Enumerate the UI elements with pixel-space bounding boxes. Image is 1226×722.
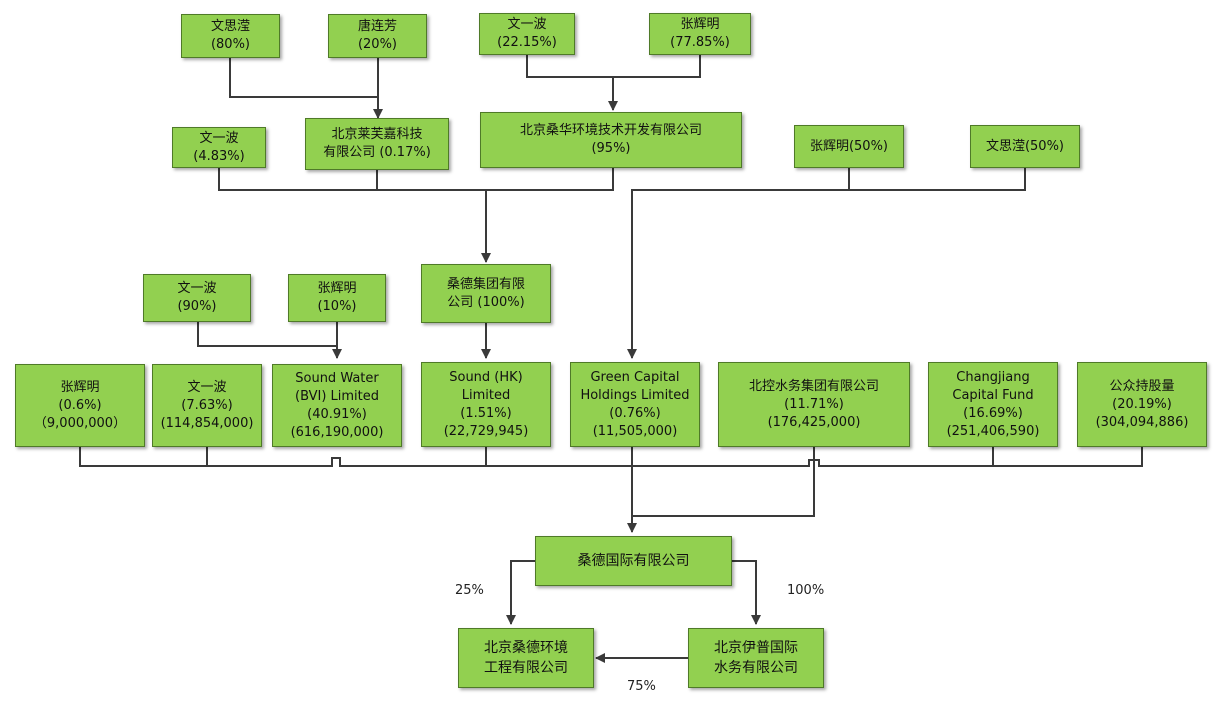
name: 文思滢(50%) [985, 138, 1065, 154]
shareholder-zhang-huiming-10: 张辉明 (10%) [288, 274, 386, 322]
percent: 有限公司 (0.17%) [323, 145, 431, 160]
connector-to-green-capital [627, 189, 849, 359]
edge-label-25: 25% [455, 583, 484, 598]
shareholder-tang-lianfang: 唐连芳 (20%) [328, 14, 427, 58]
holder-wen-yibo: 文一波 (7.63%) (114,854,000) [152, 364, 262, 447]
name: 北京桑华环境技术开发有限公司 [519, 123, 702, 138]
percent: (4.83%) [193, 148, 245, 164]
shareholder-wen-yibo-90: 文一波 (90%) [143, 274, 251, 322]
name: 唐连芳 [357, 19, 397, 34]
name: 文一波 [199, 130, 239, 146]
name: 张辉明 [680, 17, 720, 32]
edge-label-75: 75% [627, 679, 656, 694]
holder-zhang-huiming: 张辉明 (0.6%) （9,000,000） [15, 364, 145, 447]
holder-changjiang-capital: Changjiang Capital Fund (16.69%) (251,40… [928, 362, 1058, 447]
connector-holders-bus [79, 447, 1143, 467]
percent: (22.15%) [497, 35, 557, 50]
name: 文思滢 [210, 19, 250, 34]
company-beijing-sanghua: 北京桑华环境技术开发有限公司 (95%) [480, 112, 742, 168]
edge-label-100: 100% [787, 583, 825, 598]
name: 张辉明 [317, 281, 357, 296]
shareholder-wen-yibo-4: 文一波 (4.83%) [172, 127, 266, 168]
company-sound-international: 桑德国际有限公司 [535, 536, 732, 586]
holder-beikong-water: 北控水务集团有限公司 (11.71%) (176,425,000) [718, 362, 910, 447]
connector-to-sound-env [506, 560, 535, 625]
shareholder-zhang-huiming-50: 张辉明(50%) [794, 125, 904, 168]
connector-wen-yibo-zhang-huiming [526, 55, 701, 78]
holder-sound-water-bvi: Sound Water (BVI) Limited (40.91%) (616,… [272, 364, 402, 447]
name: 张辉明(50%) [809, 138, 889, 154]
shareholder-wen-siying-80: 文思滢 (80%) [181, 14, 280, 58]
connector-sanghua-down [486, 168, 614, 191]
holder-sound-hk: Sound (HK) Limited (1.51%) (22,729,945) [421, 362, 551, 447]
connector-second-row [218, 168, 486, 191]
name: 北京莱芙嘉科技 [331, 127, 423, 142]
percent: (80%) [210, 37, 251, 52]
shareholder-zhang-huiming-77: 张辉明 (77.85%) [649, 13, 751, 55]
percent: 公司 (100%) [447, 294, 525, 310]
connector-bekong-drop [632, 447, 815, 517]
name: 文一波 [177, 281, 217, 296]
subsidiary-beijing-sound-env: 北京桑德环境 工程有限公司 [458, 628, 594, 688]
percent: (95%) [591, 141, 631, 156]
name: 文一波 [507, 17, 547, 32]
name: 桑德集团有限 [446, 276, 525, 292]
shareholder-wen-siying-50: 文思滢(50%) [970, 125, 1080, 168]
company-beijing-laifujia: 北京莱芙嘉科技 有限公司 (0.17%) [305, 118, 449, 170]
percent: (90%) [177, 299, 217, 314]
company-sound-group: 桑德集团有限 公司 (100%) [421, 264, 551, 323]
percent: (10%) [317, 299, 357, 314]
connector-90-10-pair [197, 322, 337, 347]
holder-public-float: 公众持股量 (20.19%) (304,094,886) [1077, 362, 1207, 447]
shareholder-wen-yibo-22: 文一波 (22.15%) [479, 13, 575, 55]
subsidiary-beijing-yipu: 北京伊普国际 水务有限公司 [688, 628, 824, 688]
percent: (77.85%) [670, 35, 730, 50]
percent: (20%) [357, 37, 398, 52]
connector-wen-siying-tang-lianfang [229, 58, 378, 98]
connector-to-yipu [732, 560, 761, 625]
connector-50-pair [848, 168, 1026, 191]
holder-green-capital: Green Capital Holdings Limited (0.76%) (… [570, 362, 700, 447]
